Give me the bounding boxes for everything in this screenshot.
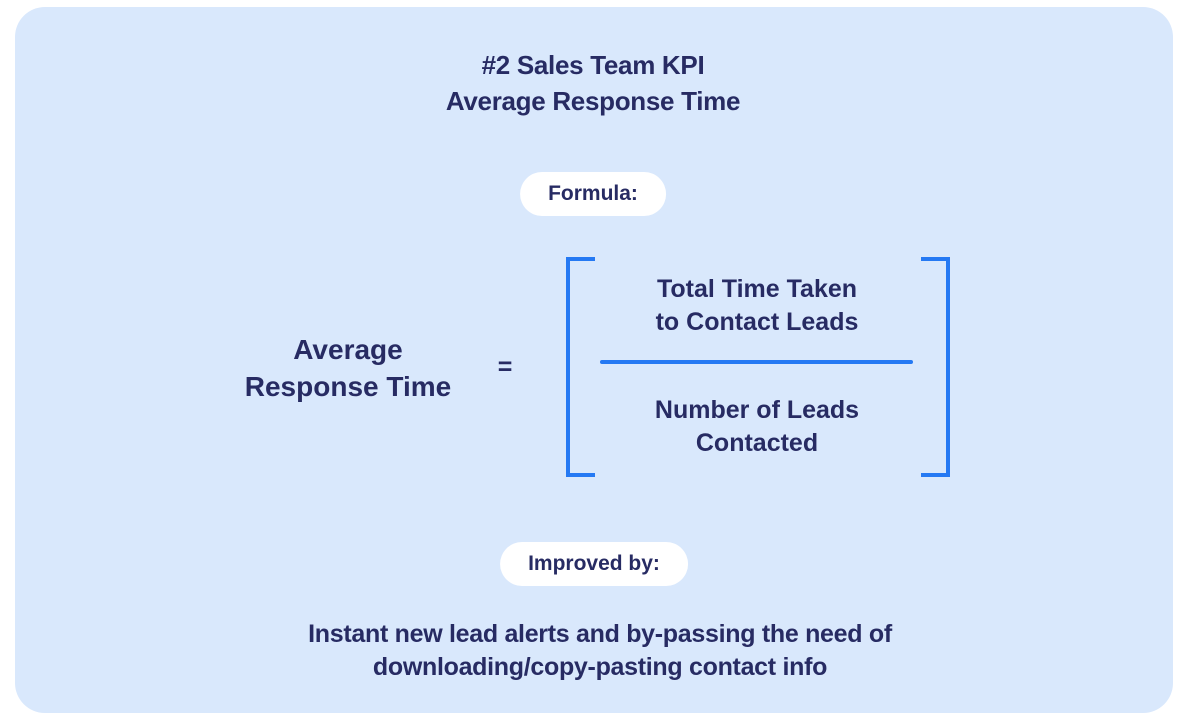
formula-lhs-line-1: Average	[293, 334, 403, 365]
fraction-divider-line	[600, 360, 913, 364]
improved-by-description: Instant new lead alerts and by-passing t…	[250, 618, 950, 684]
formula-numerator: Total Time Taken to Contact Leads	[606, 273, 908, 339]
denominator-line-1: Number of Leads	[654, 396, 860, 424]
kpi-card: #2 Sales Team KPI Average Response Time …	[15, 7, 1173, 713]
denominator-line-2: Contacted	[695, 429, 819, 457]
improved-by-badge: Improved by:	[500, 542, 688, 586]
title-line-2: Average Response Time	[445, 86, 741, 116]
formula-denominator: Number of Leads Contacted	[606, 394, 908, 460]
equals-sign: =	[497, 353, 513, 381]
improved-line-2: downloading/copy-pasting contact info	[372, 653, 828, 681]
formula-lhs-line-2: Response Time	[244, 371, 452, 402]
left-bracket	[566, 257, 595, 477]
right-bracket	[921, 257, 950, 477]
card-title: #2 Sales Team KPI Average Response Time	[293, 47, 893, 119]
improved-line-1: Instant new lead alerts and by-passing t…	[308, 620, 892, 648]
numerator-line-2: to Contact Leads	[655, 308, 859, 336]
title-line-1: #2 Sales Team KPI	[481, 50, 705, 80]
formula-badge: Formula:	[520, 172, 666, 216]
formula-lhs-label: Average Response Time	[198, 331, 498, 405]
numerator-line-1: Total Time Taken	[656, 275, 858, 303]
